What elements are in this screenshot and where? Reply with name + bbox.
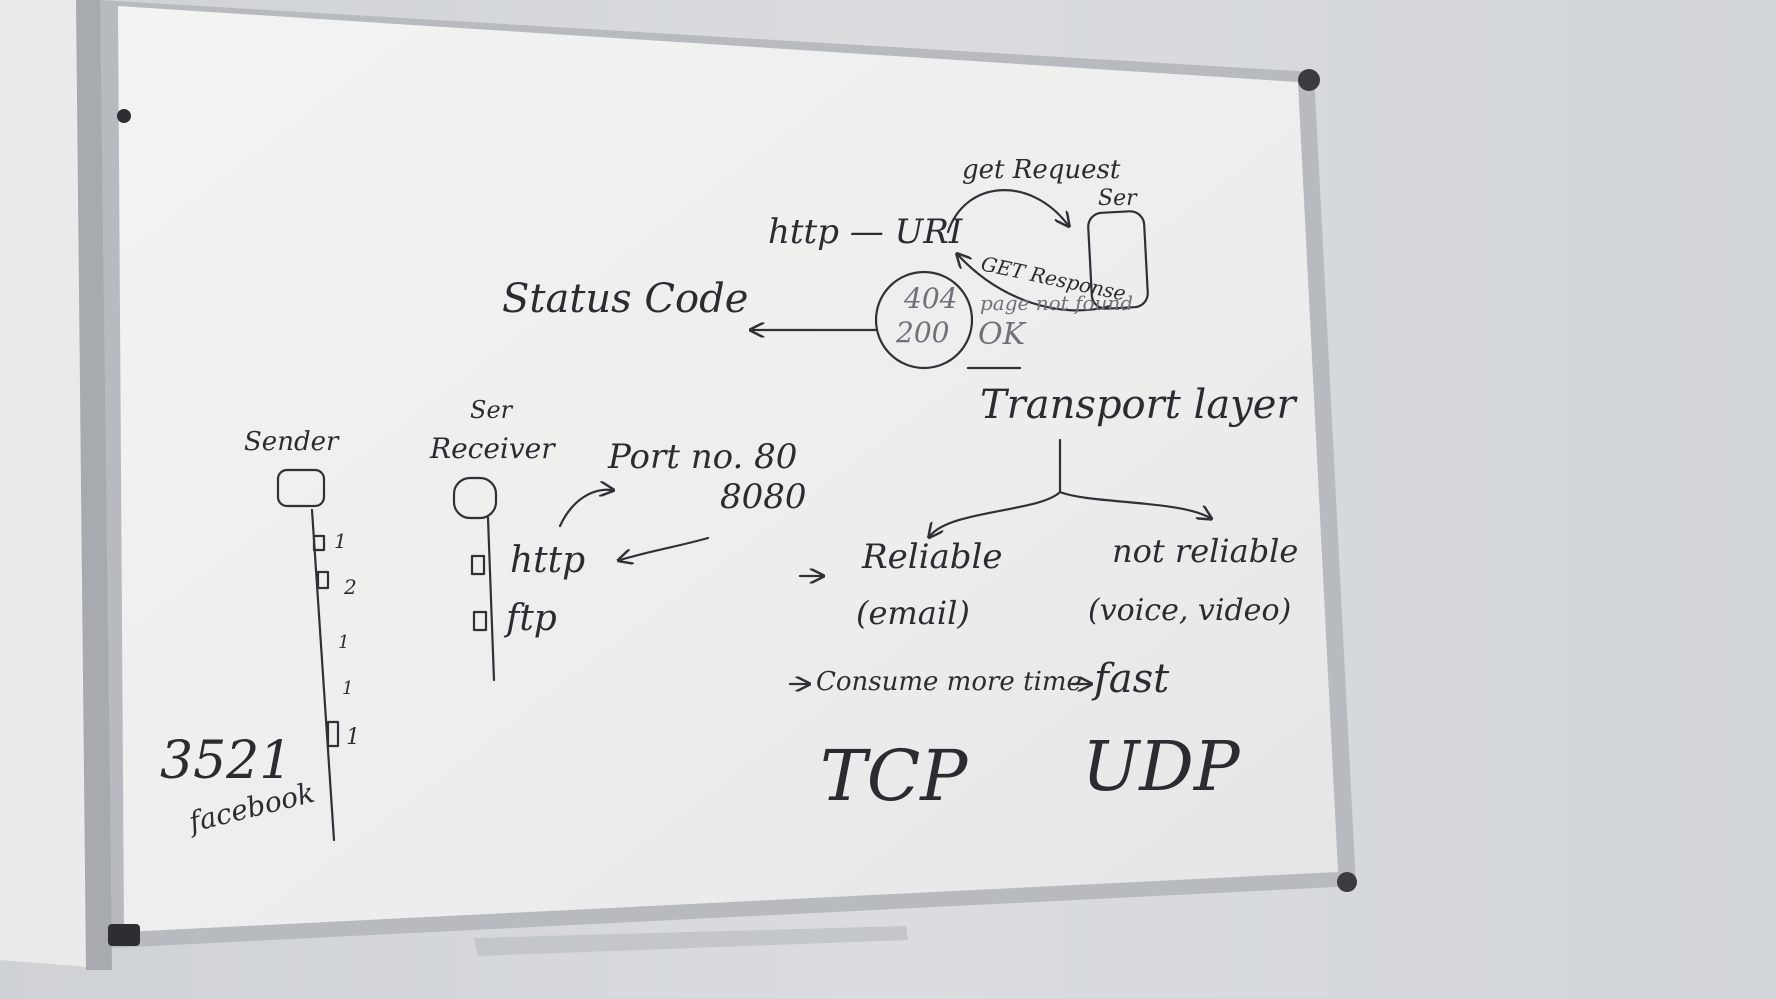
receiver-port-http [470, 554, 486, 576]
board-magnet [117, 109, 131, 123]
response-arrow [958, 255, 1112, 312]
reliable-label: Reliable [861, 537, 1003, 577]
http-protocol-label: http [510, 540, 585, 581]
sender-port-2 [316, 570, 330, 590]
sender-box [276, 468, 326, 508]
board-surface [118, 6, 1338, 932]
port-alt-label: 8080 [720, 477, 807, 517]
ok-label: OK [978, 317, 1027, 352]
http-port-arrow [558, 490, 612, 528]
fast-label: fast [1091, 656, 1170, 702]
branch-reliable [930, 438, 1062, 536]
server-box [1087, 210, 1149, 310]
receiver-port-ftp [472, 610, 488, 632]
server-left-label: Ser [470, 396, 514, 424]
receiver-line [486, 516, 496, 682]
email-label: (email) [856, 594, 970, 632]
tick-1: 1 [334, 529, 347, 553]
not-reliable-label: not reliable [1112, 532, 1298, 570]
frame-corner-bottom-left [108, 924, 140, 946]
frame-corner-bottom-right [1337, 872, 1357, 892]
server-top-label: Ser [1098, 186, 1138, 211]
tcp-label: TCP [820, 735, 969, 817]
adjacent-board [0, 0, 100, 968]
code-404: 404 [903, 282, 957, 315]
adjacent-board-frame [76, 0, 112, 970]
page-not-found-label: page not found [980, 291, 1133, 315]
branch-not-reliable [1058, 490, 1210, 518]
sender-port-3 [326, 720, 340, 748]
sender-port-1 [312, 534, 326, 552]
transport-layer-label: Transport layer [980, 382, 1298, 428]
receiver-box [452, 476, 498, 520]
sender-line [310, 508, 336, 842]
request-arrow [946, 189, 1068, 234]
port-no-label: Port no. 80 [607, 437, 797, 477]
status-code-label: Status Code [502, 276, 748, 322]
receiver-label: Receiver [429, 432, 556, 465]
ftp-protocol-label: ftp [503, 598, 557, 639]
port-to-http-arrow [620, 536, 710, 560]
tick-3: 1 [338, 632, 349, 653]
voice-video-label: (voice, video) [1088, 593, 1291, 628]
pen-tray [474, 926, 908, 956]
tick-5: 1 [346, 725, 360, 750]
sender-label: Sender [244, 427, 340, 457]
tick-4: 1 [342, 678, 353, 699]
udp-label: UDP [1082, 728, 1241, 807]
consume-label: Consume more time [816, 667, 1082, 697]
get-request-label: get Request [962, 155, 1121, 185]
tick-2: 2 [343, 575, 357, 599]
port-number: 3521 [160, 731, 292, 791]
code-200: 200 [895, 316, 949, 349]
http-uri-label: http — URI [768, 212, 963, 252]
status-circle [874, 270, 974, 370]
frame-corner-top-right [1298, 69, 1320, 91]
